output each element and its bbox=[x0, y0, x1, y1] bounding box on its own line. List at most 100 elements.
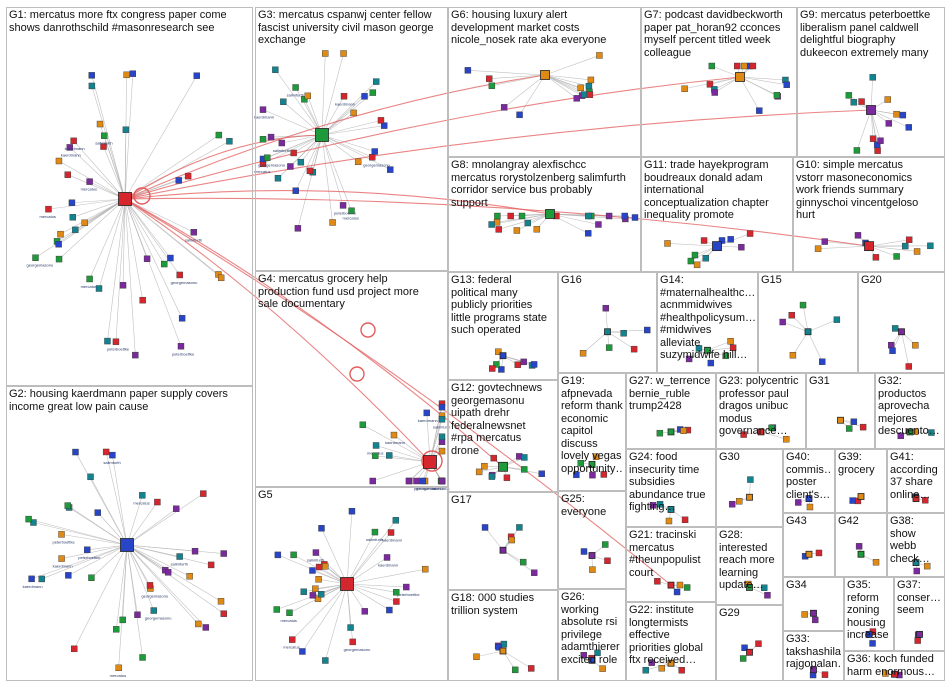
network-node[interactable] bbox=[877, 137, 884, 144]
network-node[interactable] bbox=[783, 436, 790, 443]
network-node[interactable] bbox=[630, 345, 638, 353]
group-box-g11[interactable]: G11: trade hayekprogram boudreaux donald… bbox=[641, 157, 793, 272]
network-node[interactable] bbox=[869, 135, 877, 142]
group-box-g4[interactable]: G4: mercatus grocery help production fun… bbox=[255, 271, 448, 487]
hub-node[interactable] bbox=[499, 352, 507, 360]
hub-node[interactable] bbox=[916, 630, 923, 638]
network-node[interactable] bbox=[912, 341, 919, 349]
group-box-g36[interactable]: G36: koch funded harm enormous… bbox=[844, 651, 945, 681]
network-node[interactable] bbox=[123, 71, 130, 79]
network-node[interactable] bbox=[273, 606, 280, 613]
group-box-g28[interactable]: G28: interested reach more learning upda… bbox=[716, 527, 783, 605]
network-node[interactable] bbox=[101, 132, 108, 139]
network-node[interactable] bbox=[819, 358, 826, 365]
network-node[interactable] bbox=[585, 212, 592, 220]
network-node[interactable] bbox=[267, 133, 275, 141]
group-box-g9[interactable]: G9: mercatus peterboettke liberalism pan… bbox=[797, 7, 945, 157]
network-node[interactable] bbox=[768, 424, 775, 432]
network-node[interactable] bbox=[649, 502, 657, 509]
network-node[interactable] bbox=[202, 624, 210, 631]
network-node[interactable] bbox=[200, 490, 207, 497]
network-node[interactable] bbox=[516, 524, 523, 531]
network-node[interactable] bbox=[533, 226, 541, 233]
network-node[interactable] bbox=[905, 124, 912, 131]
hub-node[interactable] bbox=[667, 581, 675, 589]
network-node[interactable] bbox=[372, 78, 380, 85]
network-node[interactable] bbox=[438, 477, 446, 485]
network-node[interactable] bbox=[220, 610, 227, 617]
network-node[interactable] bbox=[297, 158, 305, 166]
network-node[interactable] bbox=[681, 85, 688, 92]
group-box-g41[interactable]: G41: according 37 share online… bbox=[887, 449, 945, 513]
network-node[interactable] bbox=[495, 348, 502, 355]
network-node[interactable] bbox=[309, 592, 317, 599]
network-node[interactable] bbox=[687, 257, 695, 265]
network-node[interactable] bbox=[386, 606, 393, 614]
hub-node[interactable] bbox=[667, 428, 675, 436]
network-node[interactable] bbox=[589, 566, 596, 573]
group-box-g24[interactable]: G24: food insecurity time subsidies abun… bbox=[626, 449, 716, 527]
network-node[interactable] bbox=[361, 608, 368, 615]
network-node[interactable] bbox=[734, 62, 741, 70]
network-node[interactable] bbox=[495, 644, 502, 651]
hub-node[interactable] bbox=[857, 493, 865, 500]
network-node[interactable] bbox=[642, 666, 649, 674]
network-node[interactable] bbox=[922, 497, 929, 504]
network-node[interactable] bbox=[383, 554, 391, 561]
network-node[interactable] bbox=[473, 653, 480, 660]
network-node[interactable] bbox=[644, 326, 651, 334]
network-node[interactable] bbox=[503, 474, 511, 481]
network-node[interactable] bbox=[905, 236, 913, 243]
network-node[interactable] bbox=[380, 122, 388, 129]
hub-node[interactable] bbox=[588, 656, 596, 664]
network-node[interactable] bbox=[369, 89, 377, 96]
hub-node[interactable] bbox=[810, 666, 817, 674]
network-node[interactable] bbox=[405, 477, 413, 485]
network-node[interactable] bbox=[530, 361, 538, 368]
group-box-g39[interactable]: G39: grocery bbox=[835, 449, 887, 513]
network-node[interactable] bbox=[579, 350, 587, 357]
network-node[interactable] bbox=[280, 98, 287, 105]
network-node[interactable] bbox=[154, 498, 161, 506]
network-node[interactable] bbox=[621, 212, 628, 220]
network-node[interactable] bbox=[290, 551, 297, 559]
network-node[interactable] bbox=[872, 254, 880, 261]
network-node[interactable] bbox=[217, 598, 225, 605]
network-node[interactable] bbox=[95, 285, 103, 292]
network-node[interactable] bbox=[488, 221, 495, 228]
hub-node[interactable] bbox=[315, 128, 329, 142]
group-box-g27[interactable]: G27: w_terrence bernie_ruble trump2428 bbox=[626, 373, 716, 449]
network-node[interactable] bbox=[740, 62, 748, 70]
network-node[interactable] bbox=[347, 624, 354, 631]
network-node[interactable] bbox=[605, 212, 613, 220]
network-node[interactable] bbox=[605, 344, 613, 351]
network-node[interactable] bbox=[889, 347, 896, 354]
network-node[interactable] bbox=[727, 236, 734, 243]
group-box-g22[interactable]: G22: institute longtermists effective pr… bbox=[626, 602, 716, 681]
network-node[interactable] bbox=[217, 274, 225, 282]
network-node[interactable] bbox=[84, 546, 91, 553]
group-box-g31[interactable]: G31 bbox=[806, 373, 875, 449]
network-node[interactable] bbox=[691, 251, 699, 259]
network-node[interactable] bbox=[756, 107, 763, 114]
network-node[interactable] bbox=[184, 172, 192, 180]
network-node[interactable] bbox=[833, 316, 841, 323]
group-box-g15[interactable]: G15 bbox=[758, 272, 858, 373]
network-node[interactable] bbox=[115, 664, 122, 672]
network-node[interactable] bbox=[464, 67, 472, 74]
network-node[interactable] bbox=[722, 352, 729, 360]
network-node[interactable] bbox=[528, 665, 535, 672]
network-node[interactable] bbox=[811, 616, 819, 624]
network-node[interactable] bbox=[340, 50, 347, 57]
group-box-g14[interactable]: G14: #maternalhealthc… acnmmidwives #hea… bbox=[657, 272, 758, 373]
network-node[interactable] bbox=[72, 226, 79, 234]
network-node[interactable] bbox=[489, 365, 496, 372]
network-node[interactable] bbox=[928, 429, 935, 436]
network-node[interactable] bbox=[814, 245, 822, 252]
hub-node[interactable] bbox=[906, 428, 914, 436]
network-node[interactable] bbox=[339, 202, 347, 209]
group-box-g5[interactable]: G5 bbox=[255, 487, 448, 681]
network-node[interactable] bbox=[393, 589, 400, 596]
group-box-g20[interactable]: G20 bbox=[858, 272, 945, 373]
network-node[interactable] bbox=[899, 111, 907, 119]
